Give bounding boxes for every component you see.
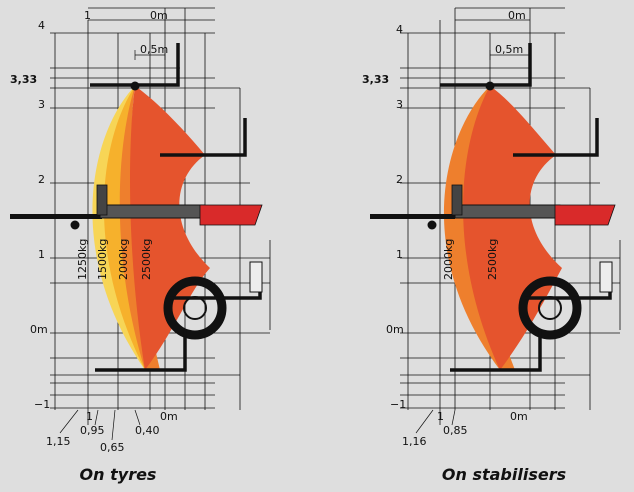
- forks-outlines: [440, 43, 613, 372]
- bottom-label: 1: [86, 410, 93, 423]
- top-label: 1: [84, 9, 91, 22]
- load-zones: [92, 86, 210, 370]
- y-tick-label: 3: [38, 98, 45, 111]
- zone-1500kg: [103, 86, 160, 370]
- telehandler-boom: [10, 81, 263, 230]
- y-tick-label: 4: [38, 19, 45, 32]
- top-label: 0m: [150, 9, 168, 22]
- zone-label: 1500kg: [96, 239, 109, 280]
- zone-labels: 1250kg 1500kg 2000kg 2500kg: [76, 239, 153, 280]
- bottom-label: 1: [437, 410, 444, 423]
- top-dimension-labels: 1 0m 0,5m: [84, 9, 168, 56]
- zone-2500kg: [130, 86, 210, 370]
- telehandler-boom: [370, 81, 616, 230]
- y-tick-label: −1: [34, 398, 50, 411]
- top-label: 0,5m: [495, 43, 523, 56]
- caption-on-tyres: On tyres: [80, 465, 157, 484]
- y-tick-label: 2: [38, 173, 45, 186]
- y-axis-labels: 4 3,33 3 2 1 0m −1: [10, 19, 50, 411]
- bottom-dimension-labels: 1 0m 1,15 0,95 0,65 0,40: [46, 409, 178, 454]
- bottom-label: 1,15: [46, 435, 71, 448]
- load-zones: [443, 86, 562, 370]
- top-label: 0m: [508, 9, 526, 22]
- y-tick-label: 0m: [30, 323, 48, 336]
- bottom-label: 0,95: [80, 424, 105, 437]
- y-axis-labels: 4 3,33 3 2 1 0m −1: [362, 23, 406, 411]
- y-tick-label: 3,33: [10, 73, 37, 86]
- zone-label: 2500kg: [140, 239, 153, 280]
- zone-label: 2000kg: [117, 239, 130, 280]
- forks-outlines: [90, 43, 263, 372]
- zone-label: 1250kg: [76, 239, 89, 280]
- y-tick-label: 1: [396, 248, 403, 261]
- caption-on-stabilisers: On stabilisers: [442, 465, 566, 484]
- top-label: 0,5m: [140, 43, 168, 56]
- zone-label: 2000kg: [442, 239, 455, 280]
- bottom-label: 0,40: [135, 424, 160, 437]
- on-stabilisers-panel: 2000kg 2500kg 4 3,33 3 2 1: [362, 7, 621, 484]
- zone-labels: 2000kg 2500kg: [442, 239, 499, 280]
- y-tick-label: −1: [390, 398, 406, 411]
- y-tick-label: 4: [396, 23, 403, 36]
- y-tick-label: 3,33: [362, 73, 389, 86]
- bottom-label: 0m: [160, 410, 178, 423]
- zone-label: 2500kg: [486, 239, 499, 280]
- top-dimension-labels: 0m 0,5m: [495, 9, 526, 56]
- bottom-label: 0m: [510, 410, 528, 423]
- bottom-label: 1,16: [402, 435, 427, 448]
- zone-2000kg: [119, 86, 160, 370]
- on-tyres-panel: 1250kg 1500kg 2000kg 2500kg 4 3,33: [10, 7, 271, 484]
- y-tick-label: 1: [38, 248, 45, 261]
- y-tick-label: 0m: [386, 323, 404, 336]
- y-tick-label: 3: [396, 98, 403, 111]
- bottom-dimension-labels: 1 0m 1,16 0,85: [402, 409, 528, 448]
- bottom-label: 0,85: [443, 424, 468, 437]
- bottom-label: 0,65: [100, 441, 125, 454]
- y-tick-label: 2: [396, 173, 403, 186]
